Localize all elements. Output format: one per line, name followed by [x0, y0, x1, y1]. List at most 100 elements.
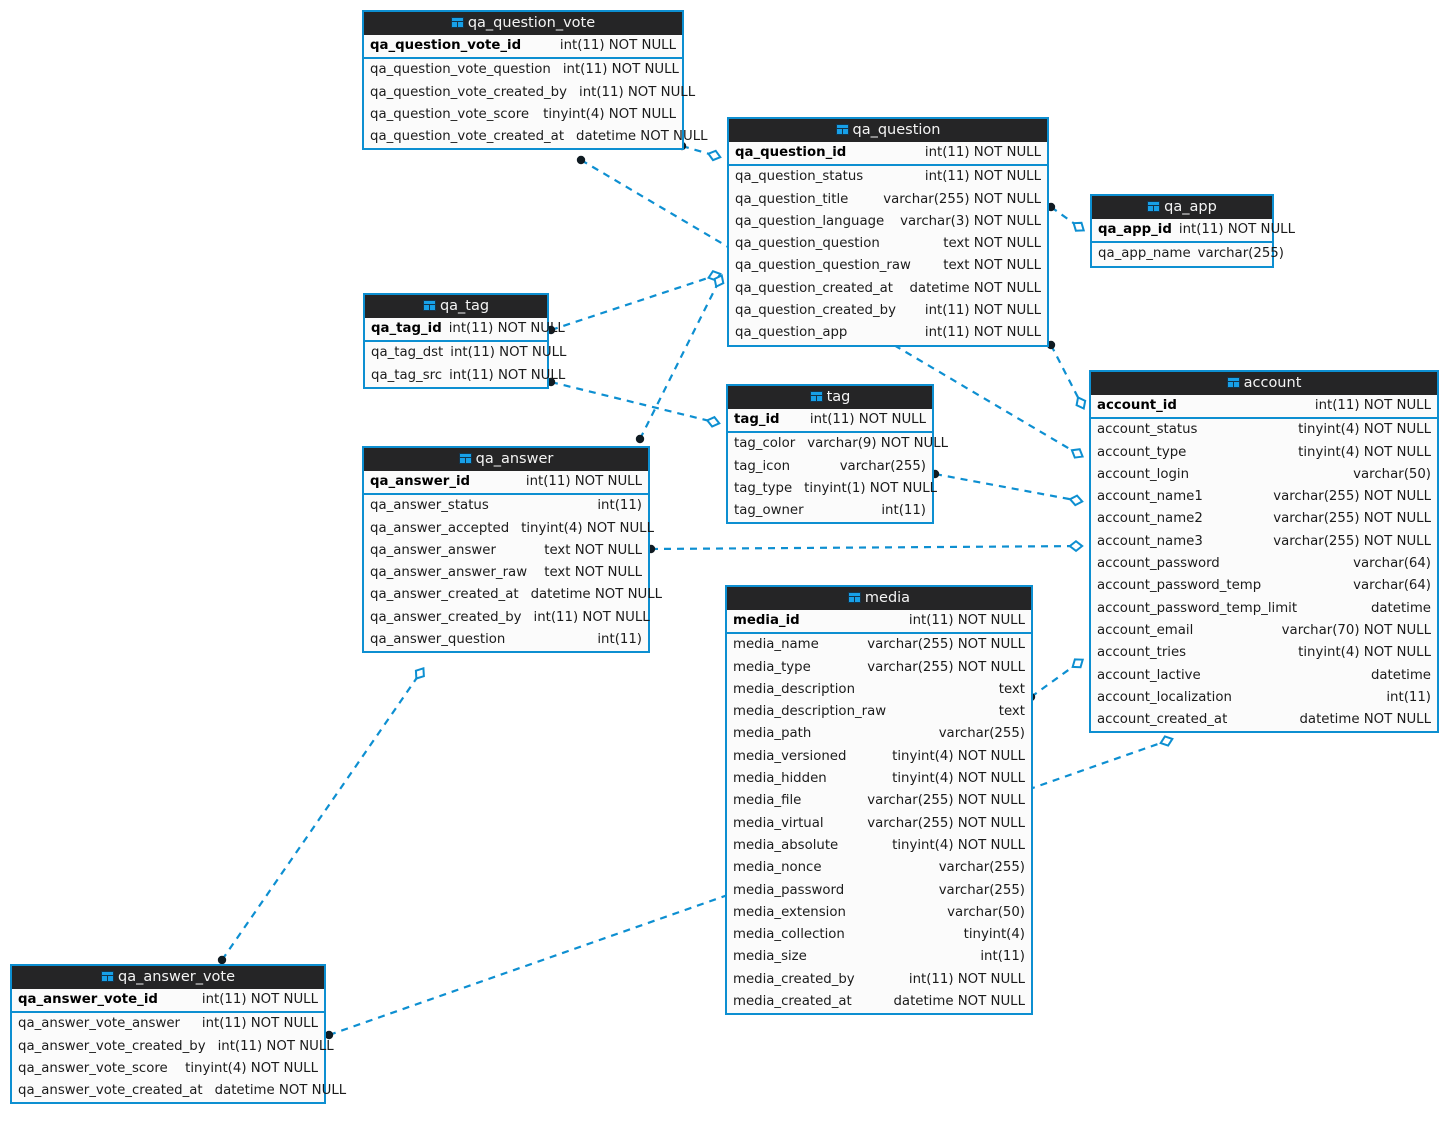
column-type: varchar(255) — [938, 726, 1025, 742]
column-type: datetime NOT NULL — [893, 994, 1025, 1010]
column-row: account_password_temp varchar(64) — [1091, 575, 1437, 597]
primary-key-row: tag_id int(11) NOT NULL — [728, 409, 932, 431]
relationship-connector — [1046, 202, 1086, 232]
entity-title: media — [864, 590, 911, 606]
relationship-line — [650, 544, 1072, 551]
column-name: account_password_temp — [1097, 578, 1262, 594]
entity-header[interactable]: account — [1091, 372, 1437, 395]
column-type: varchar(70) NOT NULL — [1281, 622, 1431, 638]
column-type: int(11) NOT NULL — [562, 62, 679, 78]
entity-header[interactable]: qa_question — [729, 119, 1047, 142]
column-name: qa_answer_answer — [370, 542, 496, 558]
column-name: tag_id — [734, 412, 780, 427]
entity-header[interactable]: qa_question_vote — [364, 12, 682, 35]
column-name: qa_answer_question — [370, 632, 506, 648]
relationship-source-dot — [217, 955, 227, 965]
relationship-line — [550, 380, 709, 422]
column-name: qa_answer_answer_raw — [370, 565, 528, 581]
column-name: qa_answer_vote_score — [18, 1060, 168, 1076]
entity-header[interactable]: qa_answer_vote — [12, 966, 324, 989]
column-type: varchar(50) — [1353, 466, 1431, 482]
columns-section: qa_answer_vote_answer int(11) NOT NULL qa_… — [12, 1013, 346, 1103]
column-type: int(11) NOT NULL — [809, 412, 926, 427]
column-name: qa_answer_vote_answer — [18, 1016, 180, 1032]
relationship-connector — [635, 274, 725, 444]
column-name: account_name2 — [1097, 511, 1203, 527]
entity-table-qa_question_vote[interactable]: qa_question_vote qa_question_vote_id int(1… — [362, 10, 708, 151]
column-name: account_login — [1097, 466, 1190, 482]
column-type: int(11) NOT NULL — [559, 38, 676, 53]
entity-title: qa_app — [1164, 199, 1217, 215]
column-type: datetime NOT NULL — [214, 1083, 347, 1099]
column-name: account_type — [1097, 444, 1187, 460]
column-name: qa_answer_vote_created_at — [18, 1083, 203, 1099]
column-name: account_id — [1097, 398, 1177, 413]
column-type: int(11) NOT NULL — [924, 145, 1041, 160]
column-name: media_size — [733, 949, 807, 965]
column-type: int(11) NOT NULL — [533, 609, 650, 625]
relationship-connector — [546, 270, 722, 335]
column-type: varchar(64) — [1353, 578, 1431, 594]
entity-header[interactable]: qa_answer — [364, 448, 648, 471]
column-name: qa_question_vote_id — [370, 38, 522, 53]
entity-title: qa_tag — [439, 298, 490, 314]
entity-title: qa_question_vote — [467, 15, 596, 31]
column-type: tinyint(4) NOT NULL — [1298, 645, 1431, 661]
column-type: datetime NOT NULL — [576, 129, 708, 145]
column-name: qa_answer_id — [370, 474, 471, 489]
column-name: tag_icon — [734, 458, 791, 474]
relationship-target-diamond — [706, 149, 722, 162]
entity-table-qa_question[interactable]: qa_question qa_question_id int(11) NOT NUL… — [727, 117, 1049, 347]
column-type: varchar(255) — [938, 882, 1025, 898]
column-type: text — [998, 681, 1025, 697]
column-type: int(11) NOT NULL — [908, 971, 1025, 987]
column-type: int(11) NOT NULL — [201, 1016, 318, 1032]
table-icon — [100, 971, 114, 982]
primary-key-section: qa_question_vote_id int(11) NOT NULL — [364, 35, 682, 60]
column-type: varchar(255) NOT NULL — [1273, 511, 1431, 527]
entity-title: account — [1243, 375, 1302, 391]
column-name: qa_question_id — [735, 145, 847, 160]
column-type: varchar(255) NOT NULL — [883, 191, 1041, 207]
relationship-target-diamond — [1075, 396, 1087, 410]
entity-header[interactable]: tag — [728, 386, 932, 409]
column-type: int(11) NOT NULL — [924, 169, 1041, 185]
relationship-target-diamond — [414, 666, 425, 680]
column-row: account_login varchar(50) — [1091, 464, 1437, 486]
entity-header[interactable]: qa_app — [1092, 196, 1272, 219]
entity-title: tag — [826, 389, 851, 405]
entity-header[interactable]: media — [727, 587, 1031, 610]
column-name: media_versioned — [733, 748, 847, 764]
entity-header[interactable]: qa_tag — [365, 295, 547, 318]
column-type: int(11) — [597, 632, 642, 648]
